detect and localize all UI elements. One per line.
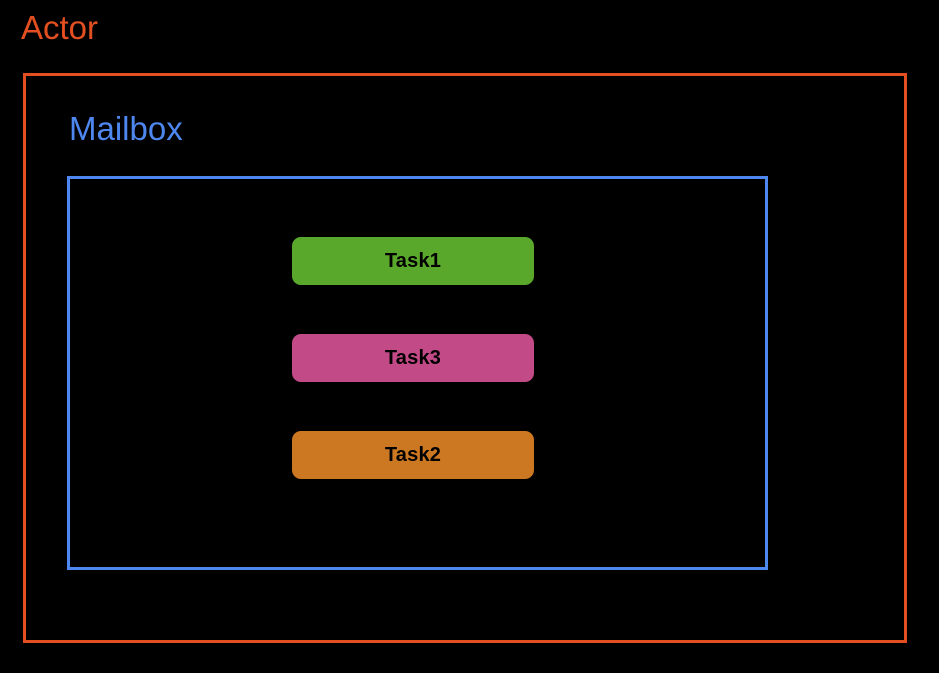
mailbox-group-box — [67, 176, 768, 570]
task-node[interactable]: Task3 — [292, 334, 534, 382]
task-node[interactable]: Task2 — [292, 431, 534, 479]
task-node[interactable]: Task1 — [292, 237, 534, 285]
task-node-label: Task2 — [384, 444, 442, 466]
task-node-label: Task1 — [384, 250, 442, 272]
actor-group-label: Actor — [21, 9, 99, 46]
mailbox-group-label: Mailbox — [69, 110, 183, 147]
actor-group-box — [23, 73, 907, 643]
task-node-label: Task3 — [384, 347, 442, 369]
